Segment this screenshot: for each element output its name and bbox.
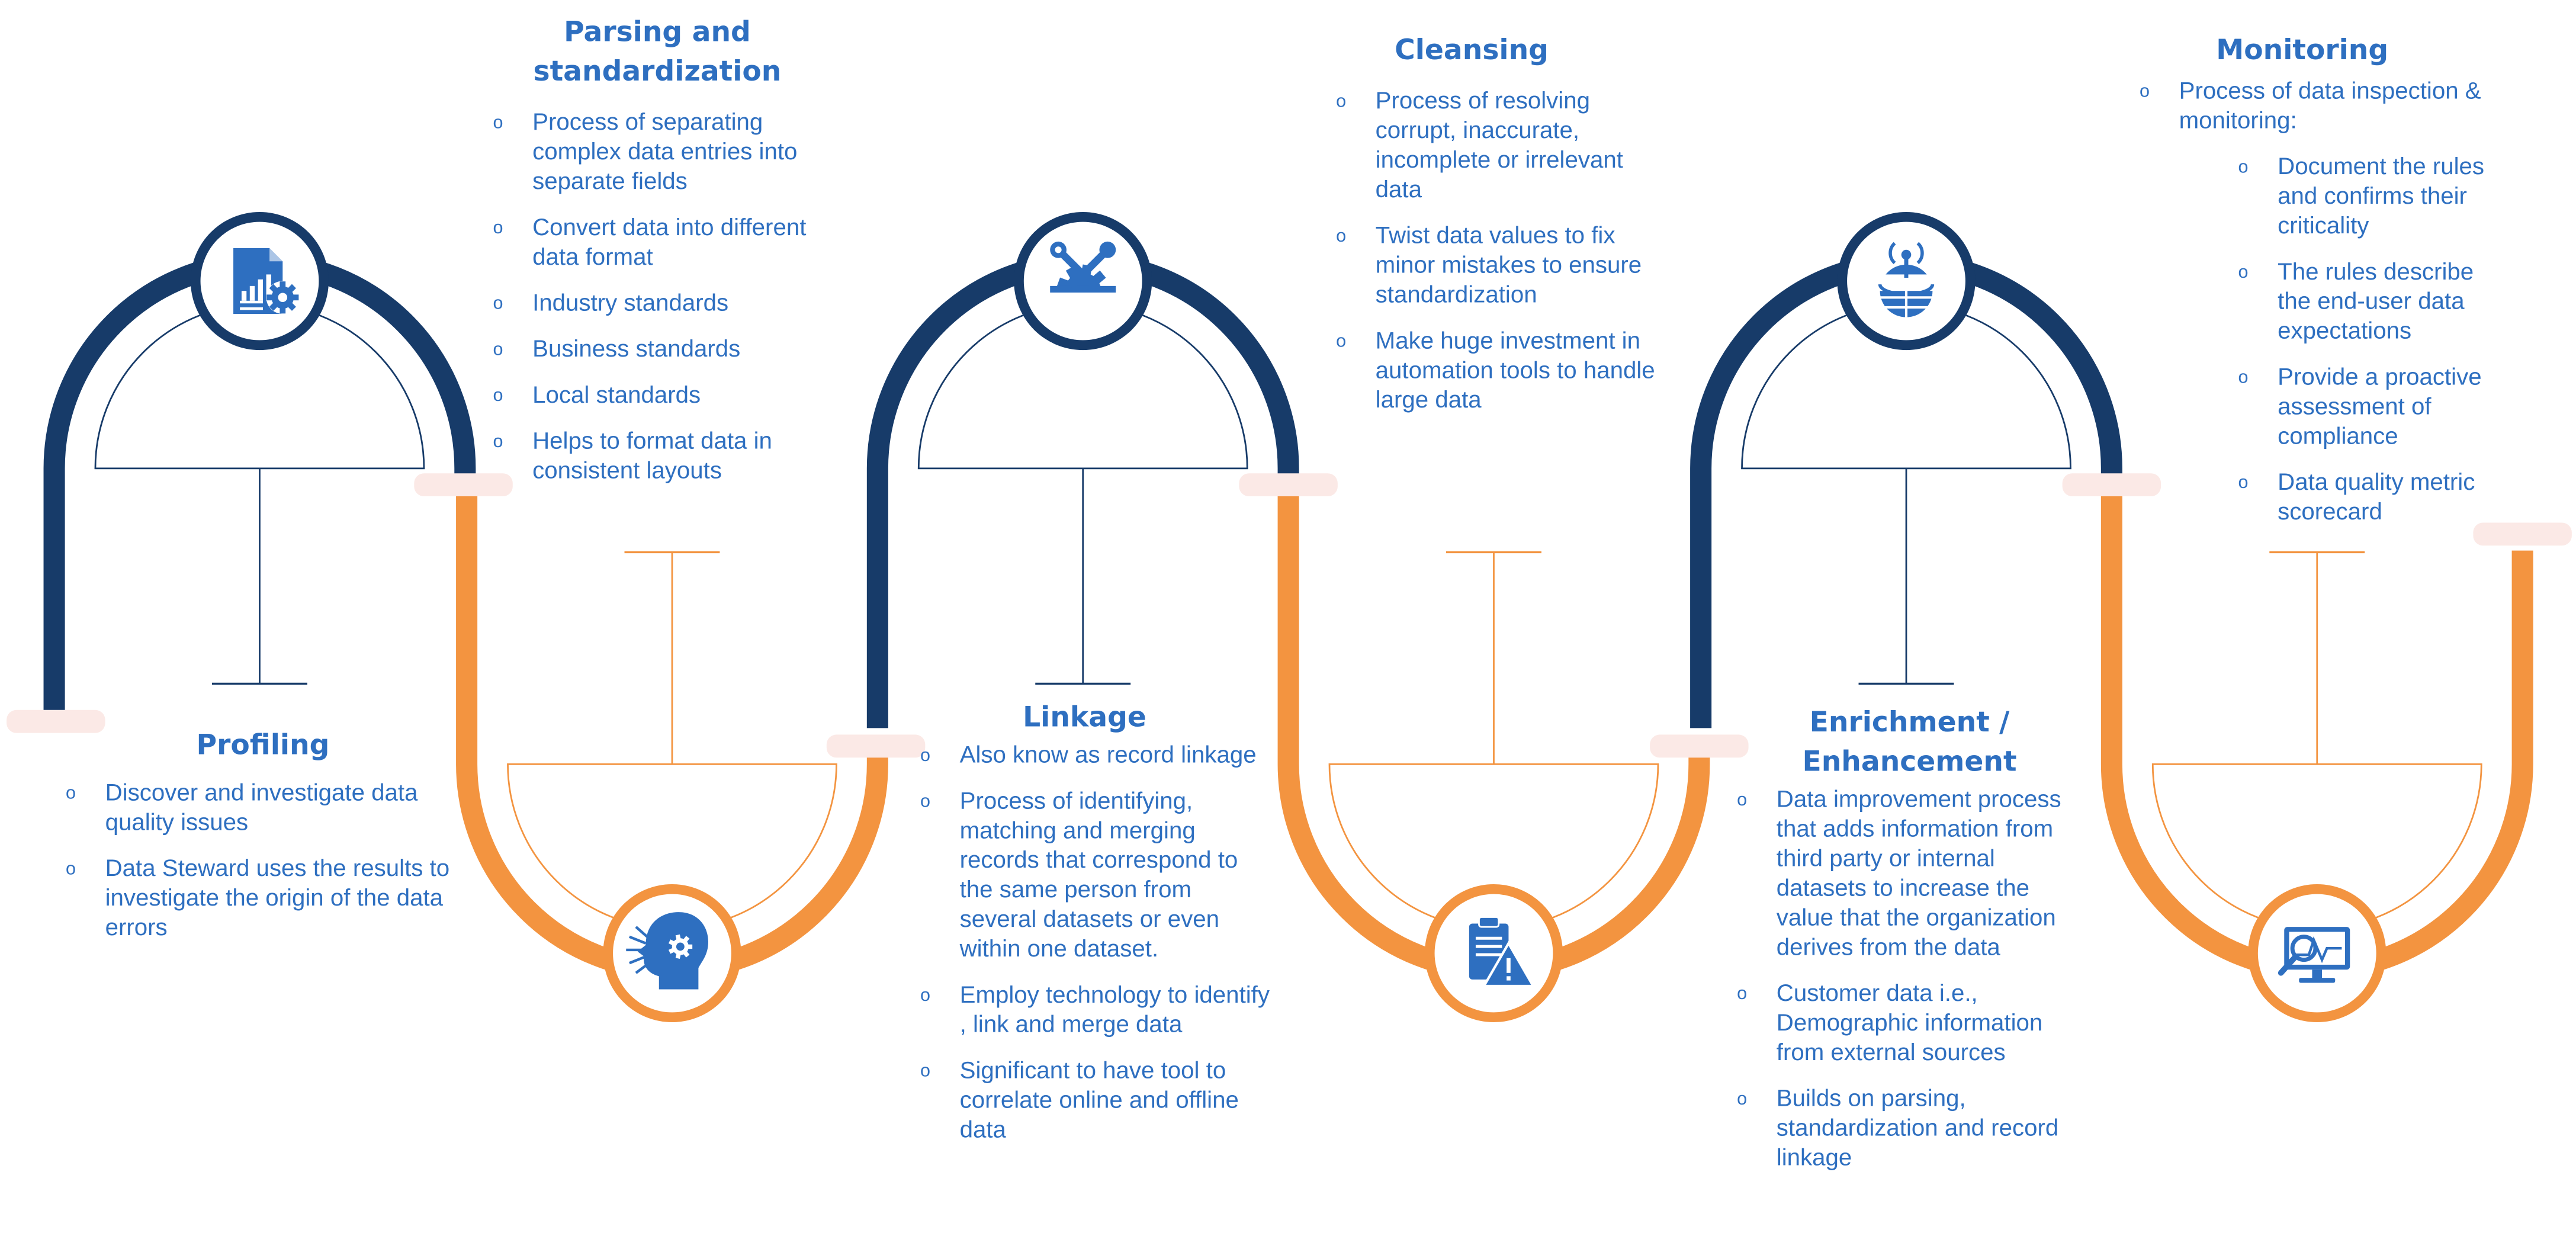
sub-bullet-item: Provide a proactive assessment of compli…: [2238, 363, 2493, 452]
sub-bullet-item: The rules describe the end-user data exp…: [2238, 258, 2493, 347]
bullet-list: Data improvement process that adds infor…: [1737, 785, 2082, 1173]
bullet-item: Business standards: [493, 335, 855, 365]
joint-cap: [826, 734, 926, 758]
stage-linkage: Linkage Also know as record linkage Proc…: [920, 698, 1274, 1162]
sub-bullet-list: Document the rules and confirms their cr…: [2238, 153, 2493, 528]
stage-parsing: Parsing and standardization Process of s…: [493, 13, 855, 503]
stage-title: Linkage: [1023, 701, 1146, 735]
sub-bullet-item: Data quality metric scorecard: [2238, 468, 2493, 528]
stage-monitoring: Monitoring Process of data inspection & …: [2140, 31, 2493, 544]
stage-title: Cleansing: [1395, 34, 1549, 68]
stage-title: Profiling: [196, 730, 330, 763]
bullet-list: Process of data inspection & monitoring:…: [2140, 77, 2493, 527]
stage-enrichment: Enrichment / Enhancement Data improvemen…: [1737, 704, 2082, 1190]
head-gear-icon: [603, 884, 741, 1023]
bullet-item: Process of resolving corrupt, inaccurate…: [1336, 87, 1673, 206]
report-gear-icon: [190, 211, 329, 351]
joint-cap: [414, 473, 513, 497]
joint-cap: [2062, 473, 2161, 497]
joint-cap: [1239, 473, 1338, 497]
bullet-list: Process of resolving corrupt, inaccurate…: [1336, 87, 1673, 416]
stage-title: Monitoring: [2216, 34, 2389, 68]
sub-bullet-item: Document the rules and confirms their cr…: [2238, 153, 2493, 242]
bullet-item: Employ technology to identify , link and…: [920, 981, 1274, 1041]
bullet-text: Process of data inspection & monitoring:: [2179, 79, 2481, 135]
joint-cap: [7, 710, 105, 733]
stage-title: Enrichment / Enhancement: [1802, 707, 2017, 779]
tools-gear-icon: [1014, 211, 1152, 351]
bullet-item: Make huge investment in automation tools…: [1336, 327, 1673, 416]
bullet-item: Customer data i.e., Demographic informat…: [1737, 980, 2082, 1068]
stage-profiling: Profiling Discover and investigate data …: [66, 727, 460, 960]
bullet-item: Local standards: [493, 381, 855, 411]
bullet-item: Convert data into different data format: [493, 214, 855, 273]
monitor-magnifier-icon: [2248, 884, 2387, 1023]
bullet-item: Helps to format data in consistent layou…: [493, 428, 855, 487]
joint-cap: [2473, 522, 2572, 546]
bullet-list: Process of separating complex data entri…: [493, 108, 855, 486]
bullet-item: Significant to have tool to correlate on…: [920, 1057, 1274, 1145]
bullet-item: Process of data inspection & monitoring:…: [2140, 77, 2493, 527]
bullet-item: Also know as record linkage: [920, 741, 1274, 771]
bullet-list: Also know as record linkage Process of i…: [920, 741, 1274, 1146]
bullet-item: Industry standards: [493, 289, 855, 319]
clipboard-warning-icon: [1424, 884, 1563, 1023]
bullet-item: Builds on parsing, standardization and r…: [1737, 1085, 2082, 1174]
bullet-item: Data Steward uses the results to investi…: [66, 855, 460, 943]
bullet-list: Discover and investigate data quality is…: [66, 779, 460, 943]
stage-cleansing: Cleansing Process of resolving corrupt, …: [1336, 31, 1673, 432]
bullet-item: Data improvement process that adds infor…: [1737, 785, 2082, 963]
bullet-item: Twist data values to fix minor mistakes …: [1336, 222, 1673, 311]
bullet-item: Discover and investigate data quality is…: [66, 779, 460, 838]
globe-antenna-icon: [1837, 211, 1976, 351]
bullet-item: Process of separating complex data entri…: [493, 108, 855, 197]
joint-cap: [1650, 734, 1749, 758]
stage-title: Parsing and standardization: [533, 16, 782, 89]
bullet-item: Process of identifying, matching and mer…: [920, 787, 1274, 965]
